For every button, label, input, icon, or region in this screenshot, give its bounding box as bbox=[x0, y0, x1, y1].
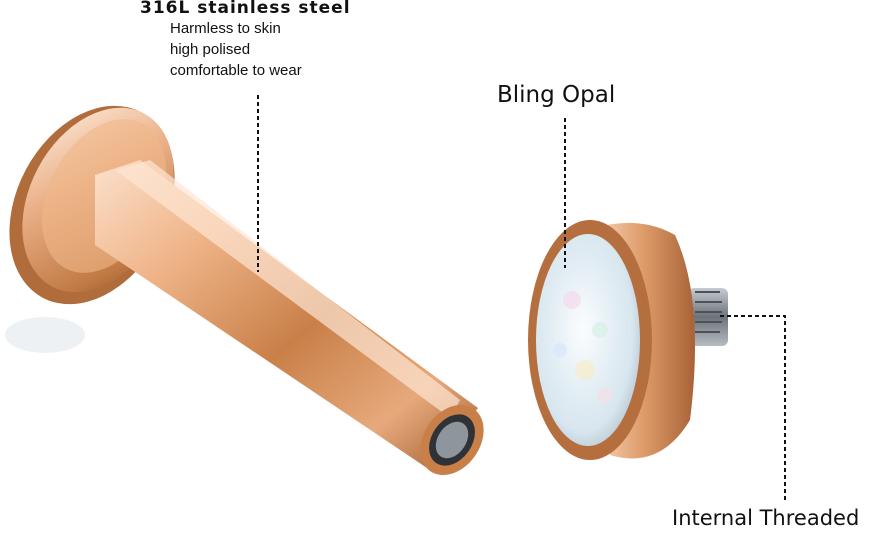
feature-comfortable: comfortable to wear bbox=[170, 62, 302, 79]
material-title: 316L stainless steel bbox=[140, 0, 351, 18]
thread-label: Internal Threaded bbox=[672, 506, 860, 530]
opal-label: Bling Opal bbox=[497, 82, 616, 108]
opal-top bbox=[528, 220, 728, 460]
thread-leader-line bbox=[720, 315, 786, 500]
disc-shadow bbox=[5, 317, 85, 353]
labret-post bbox=[95, 160, 484, 476]
feature-harmless: Harmless to skin bbox=[170, 20, 281, 37]
feature-polished: high polised bbox=[170, 41, 251, 58]
